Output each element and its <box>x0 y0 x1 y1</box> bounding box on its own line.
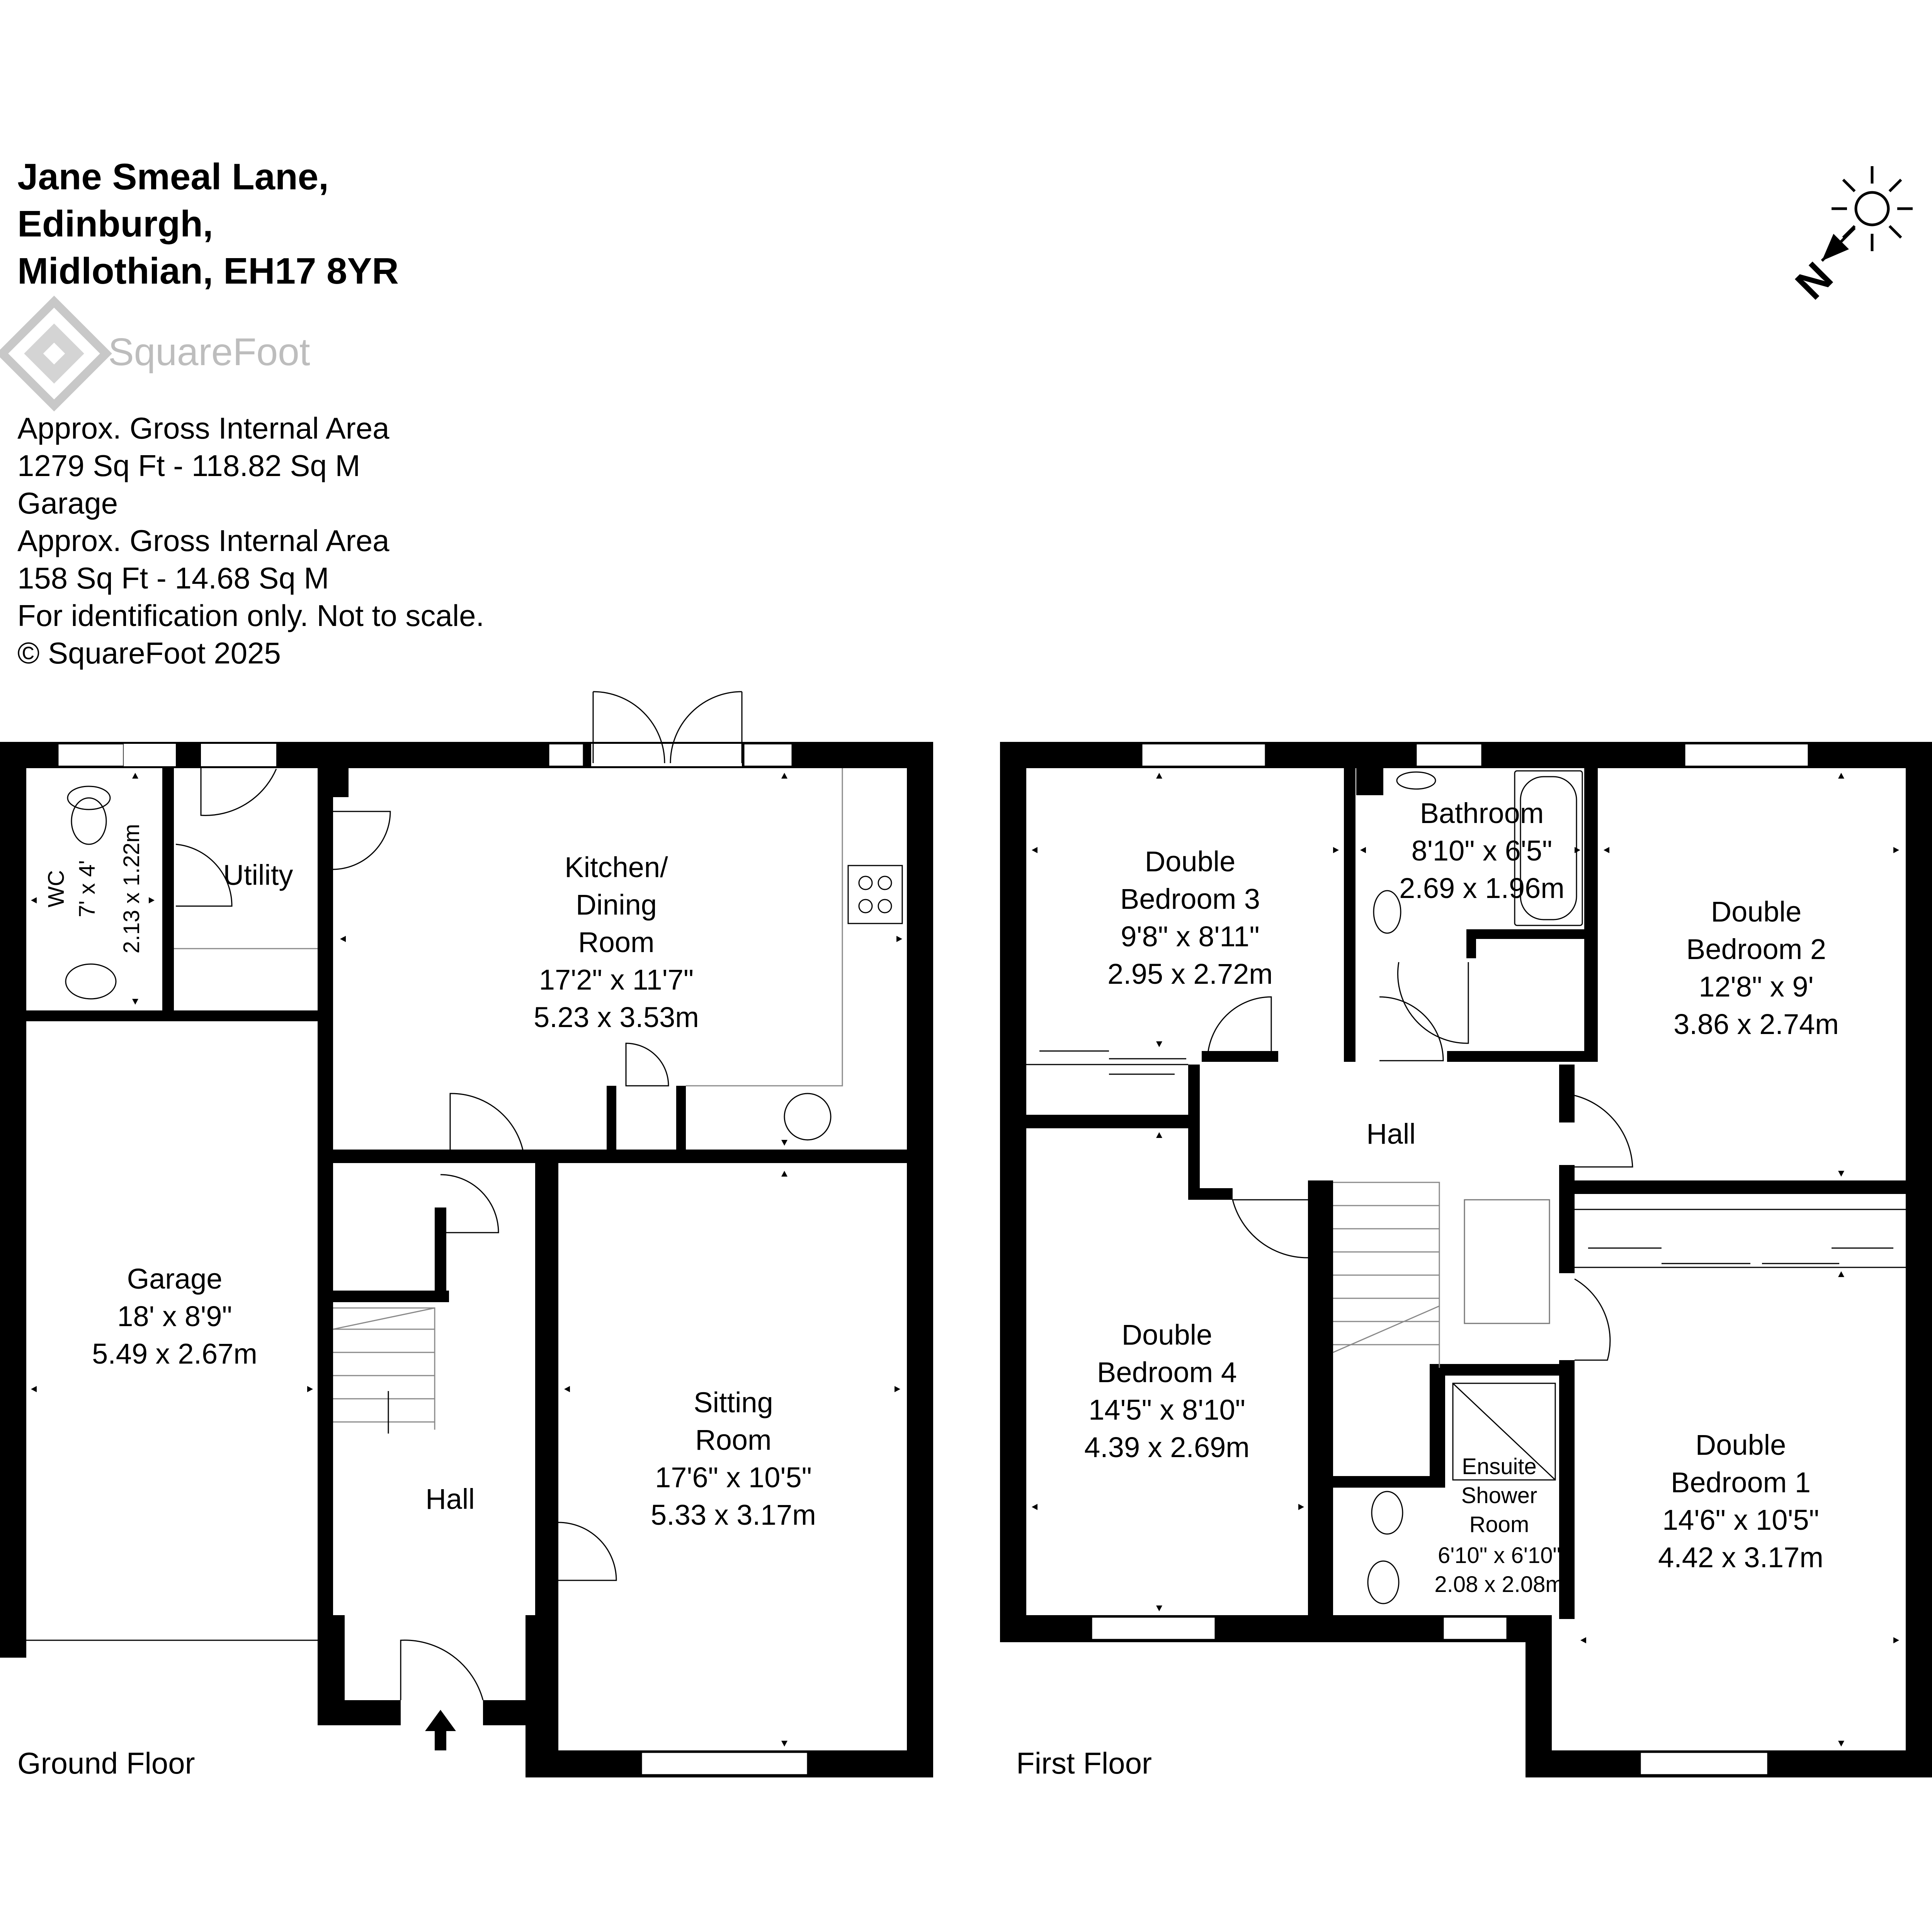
first-floor-label: First Floor <box>1016 1746 1152 1780</box>
room-bed4-name-1: Double <box>1122 1319 1213 1351</box>
first-floor-stairs <box>1333 1182 1440 1368</box>
ground-floor-label: Ground Floor <box>17 1746 195 1780</box>
room-bed3-metric: 2.95 x 2.72m <box>1107 958 1273 990</box>
room-sitting-name-2: Room <box>695 1424 771 1456</box>
room-garage-metric: 5.49 x 2.67m <box>92 1338 257 1370</box>
room-ensuite-name-2: Shower <box>1461 1483 1537 1508</box>
info-line-2: 1279 Sq Ft - 118.82 Sq M <box>17 449 360 483</box>
room-bed4-imperial: 14'5" x 8'10" <box>1088 1394 1245 1426</box>
room-bed3-name-2: Bedroom 3 <box>1120 883 1260 915</box>
ground-floor-plan: WC 7' x 4' 2.13 x 1.22m Utility Kitchen/… <box>0 691 933 1780</box>
room-garage: Garage 18' x 8'9" 5.49 x 2.67m <box>92 1263 257 1370</box>
info-line-4: Approx. Gross Internal Area <box>17 524 389 558</box>
room-bed4: Double Bedroom 4 14'5" x 8'10" 4.39 x 2.… <box>1084 1319 1250 1463</box>
room-garage-name: Garage <box>127 1263 223 1295</box>
squarefoot-logo: SquareFoot <box>0 296 310 412</box>
room-kitchen-imperial: 17'2" x 11'7" <box>539 964 694 996</box>
info-line-3: Garage <box>17 486 118 520</box>
room-sitting-metric: 5.33 x 3.17m <box>651 1499 816 1531</box>
first-floor-plan: Double Bedroom 3 9'8" x 8'11" 2.95 x 2.7… <box>1000 742 1932 1780</box>
room-bathroom-imperial: 8'10" x 6'5" <box>1412 835 1553 867</box>
north-label: N <box>1786 253 1842 308</box>
info-line-1: Approx. Gross Internal Area <box>17 411 389 445</box>
info-line-6: For identification only. Not to scale. <box>17 599 484 633</box>
area-info: Approx. Gross Internal Area 1279 Sq Ft -… <box>17 411 484 670</box>
room-ensuite-metric: 2.08 x 2.08m <box>1434 1572 1564 1597</box>
room-kitchen: Kitchen/ Dining Room 17'2" x 11'7" 5.23 … <box>534 851 699 1033</box>
room-bed2-name-2: Bedroom 2 <box>1686 933 1826 965</box>
room-bed3-name-1: Double <box>1145 845 1236 878</box>
room-wc-metric: 2.13 x 1.22m <box>119 824 144 953</box>
room-kitchen-name-3: Room <box>578 926 654 958</box>
room-kitchen-metric: 5.23 x 3.53m <box>534 1001 699 1033</box>
room-bed3: Double Bedroom 3 9'8" x 8'11" 2.95 x 2.7… <box>1107 845 1273 990</box>
info-line-5: 158 Sq Ft - 14.68 Sq M <box>17 561 329 595</box>
room-bed2-metric: 3.86 x 2.74m <box>1673 1008 1839 1040</box>
room-first-hall-name: Hall <box>1366 1118 1415 1150</box>
room-wc-imperial: 7' x 4' <box>75 860 100 917</box>
room-utility-name: Utility <box>223 859 293 891</box>
entrance-arrow-icon <box>425 1710 456 1750</box>
ground-floor-stairs <box>333 1307 435 1434</box>
room-sitting-imperial: 17'6" x 10'5" <box>655 1461 812 1493</box>
room-kitchen-name-1: Kitchen/ <box>565 851 668 883</box>
address-line-1: Jane Smeal Lane, <box>17 156 329 197</box>
room-bathroom-name: Bathroom <box>1420 797 1544 829</box>
room-bed2-imperial: 12'8" x 9' <box>1699 971 1813 1003</box>
address-block: Jane Smeal Lane, Edinburgh, Midlothian, … <box>17 156 399 292</box>
room-bed1-name-2: Bedroom 1 <box>1671 1466 1811 1498</box>
room-bed4-name-2: Bedroom 4 <box>1097 1356 1237 1388</box>
room-kitchen-name-2: Dining <box>576 889 657 921</box>
room-bed3-imperial: 9'8" x 8'11" <box>1121 920 1259 952</box>
room-ensuite-name-1: Ensuite <box>1462 1454 1536 1479</box>
room-ensuite: Ensuite Shower Room 6'10" x 6'10" 2.08 x… <box>1434 1454 1564 1597</box>
room-bed1-imperial: 14'6" x 10'5" <box>1662 1504 1819 1536</box>
room-garage-imperial: 18' x 8'9" <box>117 1300 232 1332</box>
room-ensuite-imperial: 6'10" x 6'10" <box>1438 1543 1561 1568</box>
address-line-3: Midlothian, EH17 8YR <box>17 250 399 292</box>
room-bathroom: Bathroom 8'10" x 6'5" 2.69 x 1.96m <box>1399 797 1565 904</box>
room-wc: WC 7' x 4' 2.13 x 1.22m <box>44 824 144 953</box>
room-sitting-name-1: Sitting <box>694 1386 773 1418</box>
room-ensuite-name-3: Room <box>1469 1512 1529 1537</box>
room-bed1-metric: 4.42 x 3.17m <box>1658 1541 1823 1573</box>
room-bed4-metric: 4.39 x 2.69m <box>1084 1431 1250 1463</box>
room-wc-name: WC <box>44 870 69 908</box>
room-ground-hall-name: Hall <box>425 1483 474 1515</box>
info-line-7: © SquareFoot 2025 <box>17 636 281 670</box>
squarefoot-logo-icon <box>0 296 112 412</box>
room-bed2-name-1: Double <box>1711 896 1802 928</box>
room-bed1: Double Bedroom 1 14'6" x 10'5" 4.42 x 3.… <box>1658 1429 1823 1573</box>
room-sitting: Sitting Room 17'6" x 10'5" 5.33 x 3.17m <box>651 1386 816 1531</box>
brand-name: SquareFoot <box>108 330 310 374</box>
north-arrow-sun-icon: N <box>1786 166 1913 308</box>
address-line-2: Edinburgh, <box>17 203 213 245</box>
room-bed2: Double Bedroom 2 12'8" x 9' 3.86 x 2.74m <box>1673 896 1839 1040</box>
room-bathroom-metric: 2.69 x 1.96m <box>1399 872 1565 904</box>
room-bed1-name-1: Double <box>1696 1429 1786 1461</box>
